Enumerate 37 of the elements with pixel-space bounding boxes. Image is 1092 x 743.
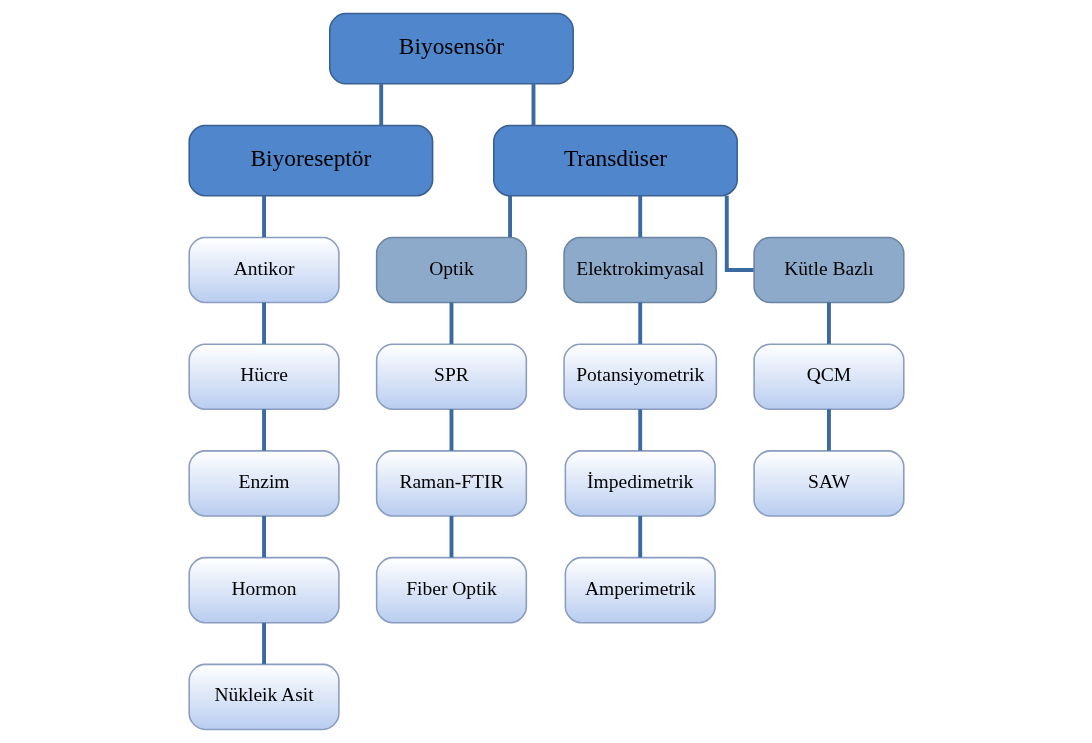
connector [449,302,453,344]
connector [261,195,266,238]
connector [378,84,383,126]
node-box: Elektrokimyasal [562,236,717,304]
connector [724,195,754,272]
node-box: Optik [375,236,527,304]
connector [826,409,831,451]
node-box: SAW [752,450,905,517]
node-box: Fiber Optik [375,556,527,624]
connector [261,516,266,558]
connector [261,622,266,665]
node-box: Hormon [187,556,340,624]
node-box: Antikor [187,236,340,304]
node-box: Kütle Bazlı [752,236,905,304]
node-box: Enzim [187,450,340,517]
node-box: QCM [752,343,905,411]
connector [449,409,453,451]
node-box: Amperimetrik [564,556,716,624]
node-box: Nükleik Asit [187,663,340,731]
connector [637,516,642,558]
connector [637,302,642,344]
node-box: Transdüser [492,124,738,197]
node-box: Biyoreseptör [187,124,433,197]
node-box: Potansiyometrik [562,343,717,411]
connector [261,409,266,451]
node-box: Biyosensör [328,12,574,85]
connector [826,302,831,344]
connector [449,516,453,558]
connector [261,302,266,344]
node-box: Raman-FTIR [375,450,527,517]
node-box: SPR [375,343,527,411]
connector [637,409,642,451]
connector [637,195,642,238]
connector [531,84,535,126]
connector [507,195,512,238]
node-box: Hücre [187,343,340,411]
node-box: İmpedimetrik [564,450,716,517]
